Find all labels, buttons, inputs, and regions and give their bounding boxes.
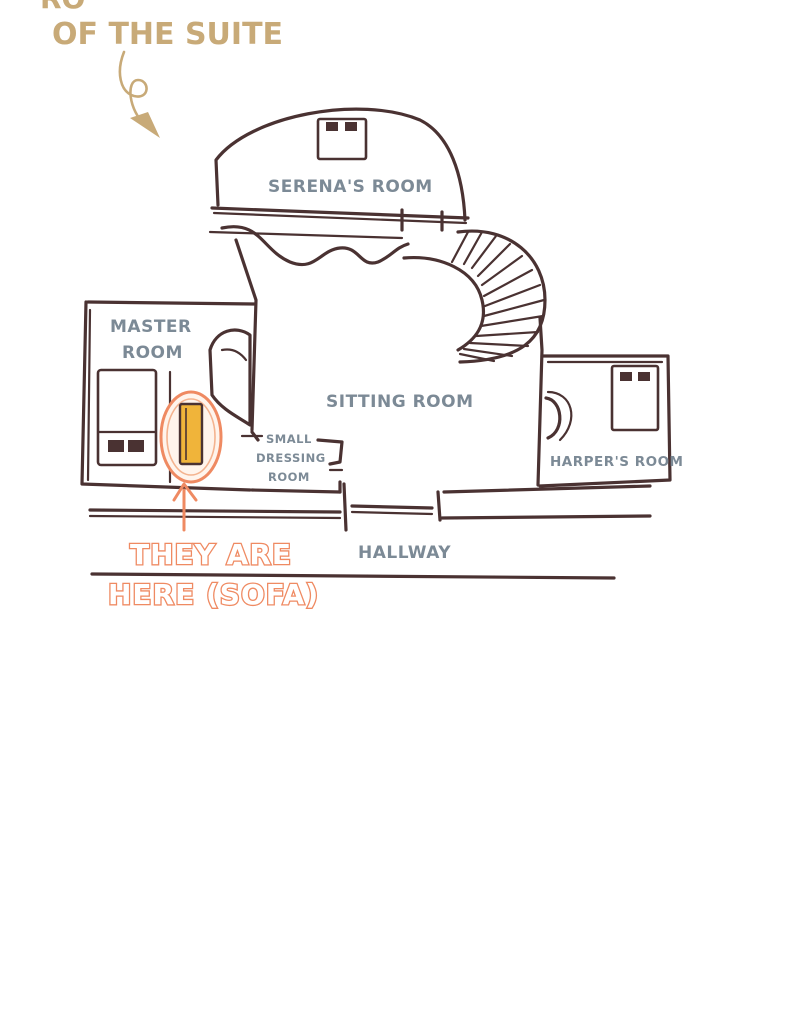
label-harpers-room: HARPER'S ROOM <box>550 454 684 470</box>
curly-arrow-icon <box>118 50 160 138</box>
label-serenas-room: SERENA'S ROOM <box>268 177 433 197</box>
sofa-marker <box>159 390 223 484</box>
hallway <box>88 482 652 580</box>
master-bed-icon <box>96 368 158 467</box>
bed-icon <box>316 117 368 161</box>
sitting-room <box>234 238 544 487</box>
label-master-room-2: ROOM <box>122 343 183 363</box>
annotation-line-2: OF THE SUITE <box>52 17 283 52</box>
label-master-room-1: MASTER <box>110 317 192 337</box>
label-dressing-room-3: ROOM <box>268 470 310 484</box>
annotation-line-1: RO <box>40 0 85 15</box>
sofa-icon <box>178 402 204 466</box>
label-dressing-room-2: DRESSING <box>256 451 326 465</box>
master-room <box>80 300 256 492</box>
here-arrow-icon <box>172 482 198 532</box>
marker-text-line-1: THEY ARE <box>130 538 292 571</box>
marker-text-line-2: HERE (SOFA) <box>108 578 319 611</box>
label-sitting-room: SITTING ROOM <box>326 392 474 412</box>
spiral-staircase <box>402 229 547 364</box>
curtain-divider <box>220 225 410 267</box>
harpers-room <box>538 354 672 488</box>
serenas-room <box>208 107 470 240</box>
harper-bed-icon <box>610 364 660 432</box>
small-dressing-room <box>240 434 344 494</box>
label-hallway: HALLWAY <box>358 543 451 563</box>
label-dressing-room-1: SMALL <box>266 432 312 446</box>
